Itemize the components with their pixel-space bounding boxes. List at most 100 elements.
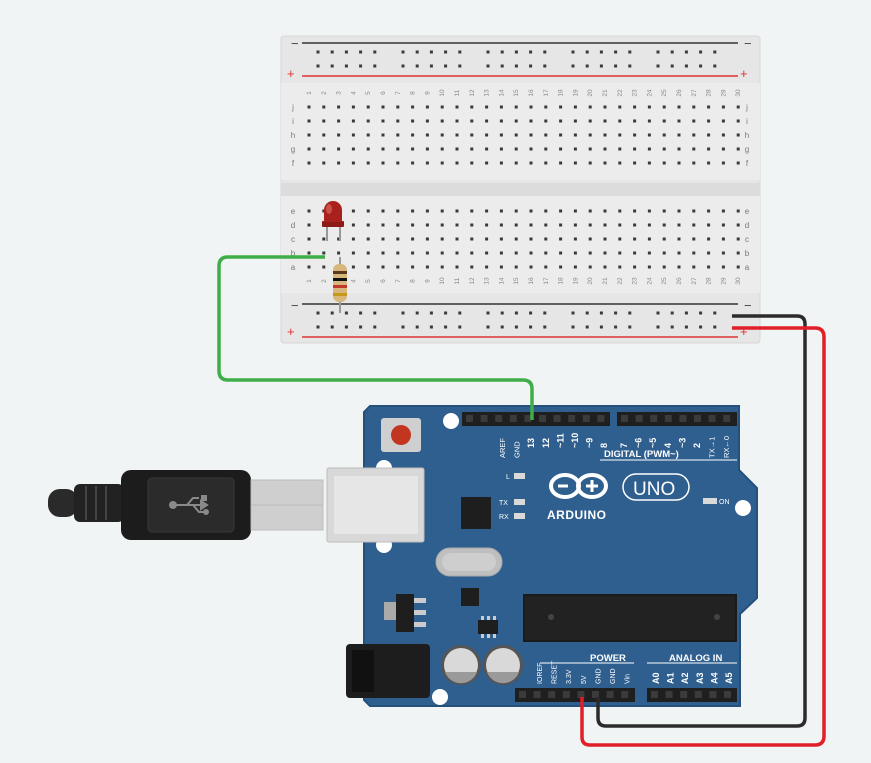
breadboard-hole[interactable] (692, 133, 696, 137)
breadboard-hole[interactable] (529, 133, 533, 137)
breadboard-hole[interactable] (677, 223, 681, 227)
header-pin[interactable] (664, 415, 672, 422)
header-pin[interactable] (621, 691, 629, 698)
header-pin[interactable] (694, 691, 702, 698)
breadboard-hole[interactable] (485, 147, 489, 151)
rail-hole[interactable] (628, 50, 632, 54)
rail-hole[interactable] (514, 311, 518, 315)
breadboard-hole[interactable] (425, 237, 429, 241)
rail-hole[interactable] (401, 325, 405, 329)
breadboard-hole[interactable] (514, 237, 518, 241)
breadboard-hole[interactable] (692, 223, 696, 227)
rail-hole[interactable] (486, 325, 490, 329)
breadboard-hole[interactable] (647, 119, 651, 123)
led[interactable] (322, 201, 344, 241)
breadboard-hole[interactable] (337, 237, 341, 241)
breadboard-hole[interactable] (588, 223, 592, 227)
breadboard-hole[interactable] (307, 105, 311, 109)
rail-hole[interactable] (656, 50, 660, 54)
breadboard-hole[interactable] (633, 147, 637, 151)
breadboard-hole[interactable] (736, 161, 740, 165)
rail-hole[interactable] (373, 64, 377, 68)
breadboard-hole[interactable] (470, 265, 474, 269)
breadboard-hole[interactable] (514, 147, 518, 151)
breadboard-hole[interactable] (499, 133, 503, 137)
breadboard-hole[interactable] (588, 251, 592, 255)
breadboard-hole[interactable] (588, 119, 592, 123)
breadboard-hole[interactable] (440, 147, 444, 151)
breadboard-hole[interactable] (366, 251, 370, 255)
breadboard-hole[interactable] (603, 251, 607, 255)
breadboard-hole[interactable] (736, 119, 740, 123)
header-pin[interactable] (635, 415, 643, 422)
rail-hole[interactable] (344, 325, 348, 329)
breadboard-hole[interactable] (470, 237, 474, 241)
arduino-uno-board[interactable]: ARDUINO UNO L TX RX ON DIGITAL (PWM~) PO… (48, 405, 758, 707)
breadboard-hole[interactable] (425, 223, 429, 227)
breadboard-hole[interactable] (559, 265, 563, 269)
rail-hole[interactable] (585, 311, 589, 315)
rail-hole[interactable] (514, 50, 518, 54)
breadboard-hole[interactable] (440, 105, 444, 109)
breadboard-hole[interactable] (411, 223, 415, 227)
rail-hole[interactable] (628, 325, 632, 329)
breadboard-hole[interactable] (322, 147, 326, 151)
breadboard-hole[interactable] (529, 223, 533, 227)
breadboard-hole[interactable] (307, 147, 311, 151)
breadboard-hole[interactable] (544, 119, 548, 123)
header-pin[interactable] (651, 691, 658, 698)
rail-hole[interactable] (330, 325, 334, 329)
breadboard-hole[interactable] (618, 147, 622, 151)
breadboard-hole[interactable] (721, 209, 725, 213)
breadboard-hole[interactable] (721, 147, 725, 151)
rail-hole[interactable] (444, 311, 448, 315)
rail-hole[interactable] (373, 325, 377, 329)
rail-hole[interactable] (415, 50, 419, 54)
breadboard-hole[interactable] (322, 119, 326, 123)
breadboard-hole[interactable] (633, 105, 637, 109)
breadboard-hole[interactable] (485, 133, 489, 137)
header-pin[interactable] (680, 691, 688, 698)
breadboard-hole[interactable] (381, 209, 385, 213)
breadboard-hole[interactable] (366, 161, 370, 165)
breadboard-hole[interactable] (736, 265, 740, 269)
breadboard-hole[interactable] (337, 133, 341, 137)
breadboard-hole[interactable] (588, 209, 592, 213)
rail-hole[interactable] (344, 64, 348, 68)
rail-hole[interactable] (444, 325, 448, 329)
breadboard-hole[interactable] (603, 147, 607, 151)
breadboard-hole[interactable] (307, 265, 311, 269)
breadboard-hole[interactable] (322, 209, 326, 213)
breadboard-hole[interactable] (721, 161, 725, 165)
breadboard-hole[interactable] (633, 265, 637, 269)
breadboard-hole[interactable] (440, 251, 444, 255)
breadboard-hole[interactable] (618, 223, 622, 227)
rail-hole[interactable] (529, 325, 533, 329)
breadboard-hole[interactable] (736, 133, 740, 137)
breadboard-hole[interactable] (721, 133, 725, 137)
breadboard-hole[interactable] (736, 251, 740, 255)
rail-hole[interactable] (543, 64, 547, 68)
breadboard-holes[interactable] (307, 50, 740, 329)
rail-hole[interactable] (628, 64, 632, 68)
breadboard-hole[interactable] (470, 251, 474, 255)
rail-hole[interactable] (543, 325, 547, 329)
header-pin[interactable] (723, 415, 731, 422)
rail-hole[interactable] (699, 311, 703, 315)
header-pin[interactable] (592, 691, 599, 698)
breadboard-hole[interactable] (396, 147, 400, 151)
header-pin[interactable] (694, 415, 701, 422)
breadboard-hole[interactable] (366, 133, 370, 137)
rail-hole[interactable] (614, 64, 618, 68)
rail-hole[interactable] (316, 50, 320, 54)
rail-hole[interactable] (543, 50, 547, 54)
breadboard-hole[interactable] (307, 119, 311, 123)
breadboard-hole[interactable] (692, 147, 696, 151)
breadboard-hole[interactable] (692, 251, 696, 255)
breadboard-hole[interactable] (721, 223, 725, 227)
breadboard-hole[interactable] (633, 223, 637, 227)
breadboard-hole[interactable] (396, 161, 400, 165)
breadboard-hole[interactable] (647, 223, 651, 227)
breadboard-hole[interactable] (337, 119, 341, 123)
rail-hole[interactable] (344, 311, 348, 315)
